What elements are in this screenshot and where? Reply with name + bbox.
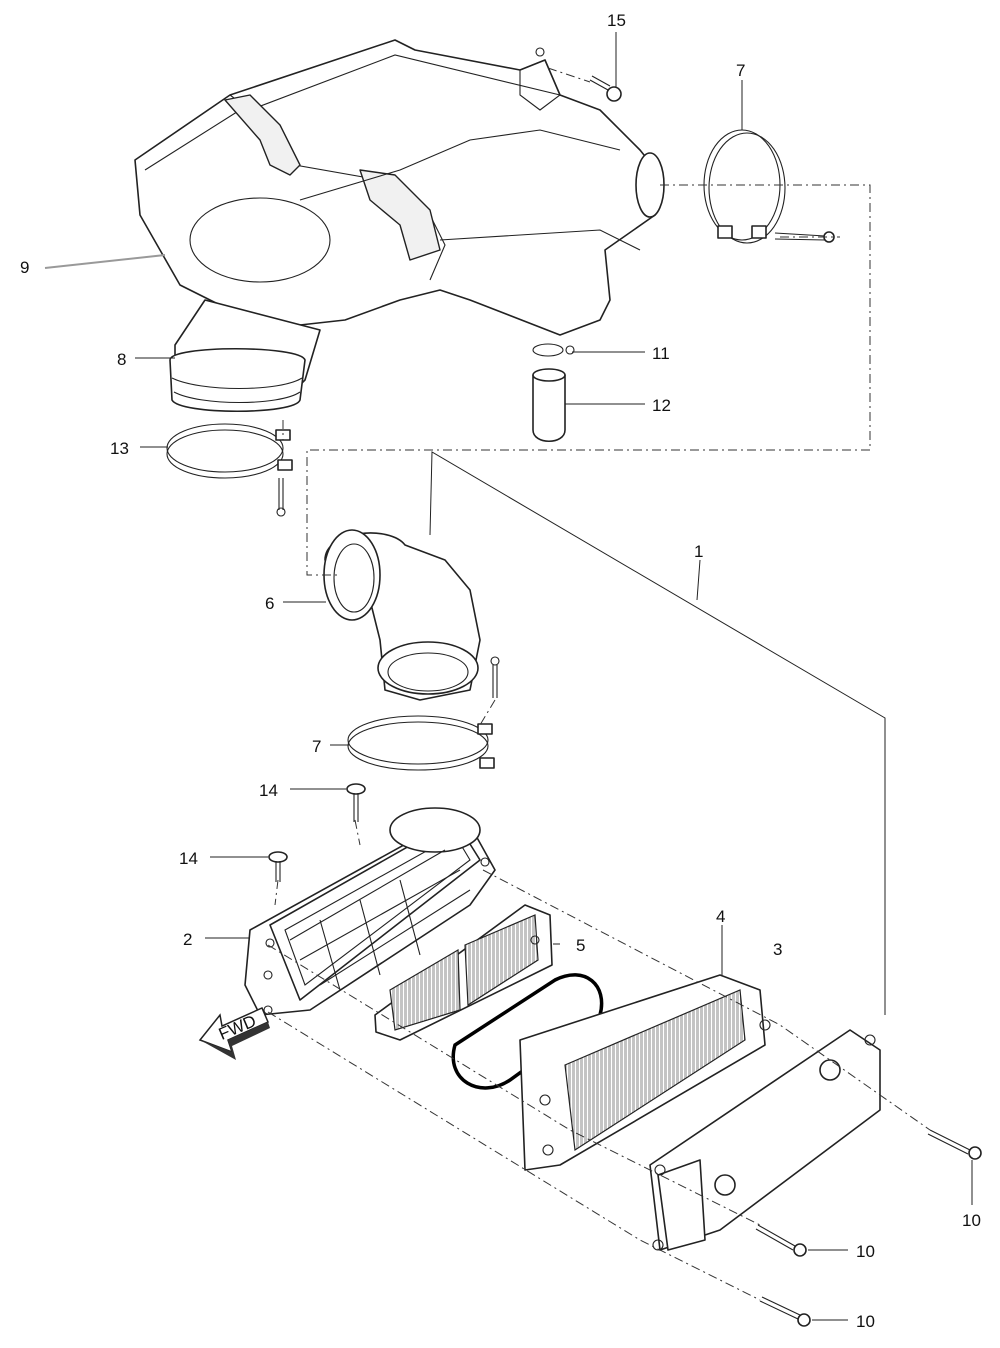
callout-3: 3 [773,940,782,959]
callout-5: 5 [576,936,585,955]
callout-14-a: 14 [259,781,278,800]
screw-14-a [346,783,366,822]
o-ring-11 [532,343,575,357]
callout-1: 1 [694,542,703,561]
hose-clamp-13 [166,423,293,517]
callouts: 1 2 3 4 5 6 7 7 8 9 10 10 10 11 12 13 14… [20,11,981,1331]
hose-clamp-7-top [703,129,835,244]
callout-15: 15 [607,11,626,30]
callout-2: 2 [183,930,192,949]
callout-10-c: 10 [856,1312,875,1331]
air-cleaner-case-2 [244,807,496,1016]
screw-10-a [927,1129,982,1160]
callout-6: 6 [265,594,274,613]
assembly-lines [267,67,931,1301]
leader-lines [44,32,973,1321]
filter-element-5 [374,904,553,1041]
drain-cap-12 [532,368,566,443]
callout-9: 9 [20,258,29,277]
callout-10-a: 10 [962,1211,981,1230]
air-cleaner-cover-3 [649,1029,881,1251]
hose-clamp-7-mid [347,715,495,771]
callout-10-b: 10 [856,1242,875,1261]
callout-7-top: 7 [736,61,745,80]
bolt-15 [589,75,622,102]
callout-13: 13 [110,439,129,458]
callout-12: 12 [652,396,671,415]
callout-4: 4 [716,907,725,926]
screw-10-b [755,1224,807,1257]
intake-elbow-6 [323,529,500,701]
screw-10-c [759,1296,811,1327]
screw-14-b [268,851,288,882]
forward-direction-arrow: FWD [198,1007,270,1060]
air-cleaner-housing [134,39,665,412]
callout-14-b: 14 [179,849,198,868]
callout-7-mid: 7 [312,737,321,756]
callout-11: 11 [652,344,670,363]
filter-element-4 [519,974,771,1171]
callout-8: 8 [117,350,126,369]
